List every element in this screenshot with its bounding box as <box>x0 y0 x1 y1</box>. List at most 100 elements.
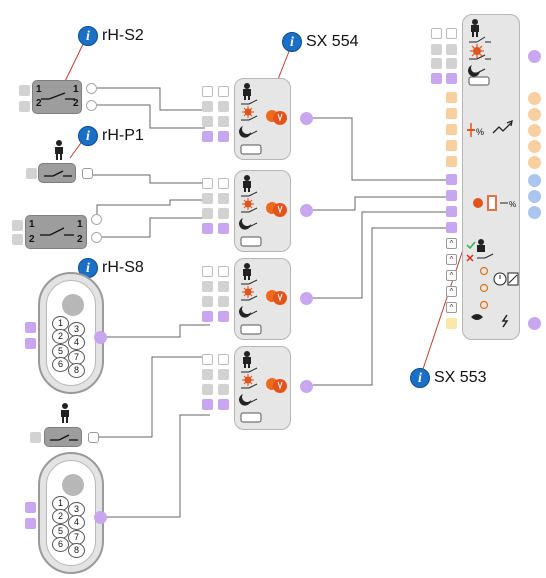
input-terminal <box>446 44 457 55</box>
person-icon <box>61 403 69 423</box>
sx-554-body[interactable] <box>234 346 291 430</box>
remote-key[interactable]: 8 <box>68 543 85 558</box>
sx-554-body[interactable] <box>234 170 291 252</box>
callout-label: rH-P1 <box>102 127 144 144</box>
wire <box>313 196 450 211</box>
remote-main-button[interactable] <box>62 474 84 496</box>
output-port[interactable] <box>528 190 541 203</box>
output-port[interactable] <box>86 83 97 94</box>
remote-key[interactable]: 4 <box>68 515 85 530</box>
output-port[interactable] <box>528 108 541 121</box>
remote-main-button[interactable] <box>62 294 84 316</box>
remote-key[interactable]: 6 <box>52 357 69 372</box>
position-label: 1 <box>29 219 35 230</box>
remote-key[interactable]: 6 <box>52 537 69 552</box>
input-terminal <box>202 86 213 97</box>
switch-symbol-icon <box>41 92 75 100</box>
input-terminal <box>202 354 213 365</box>
output-port[interactable] <box>528 92 541 105</box>
input-terminal <box>202 281 213 292</box>
input-terminal <box>446 156 457 167</box>
output-port[interactable] <box>528 156 541 169</box>
switch-symbol-icon <box>50 434 78 441</box>
wire <box>96 199 205 220</box>
remote-key[interactable]: 8 <box>68 363 85 378</box>
output-port[interactable] <box>88 432 99 443</box>
output-port[interactable] <box>300 292 313 305</box>
output-port[interactable] <box>91 214 102 225</box>
input-terminal <box>446 222 457 233</box>
input-terminal <box>202 208 213 219</box>
sx-554-body[interactable] <box>234 78 291 160</box>
pushbutton-body[interactable] <box>44 427 82 447</box>
remote-key[interactable]: 4 <box>68 335 85 350</box>
input-terminal <box>218 131 229 142</box>
remote-key[interactable]: 2 <box>52 329 69 344</box>
input-terminal <box>218 178 229 189</box>
input-terminal <box>202 178 213 189</box>
sx-554-body[interactable] <box>234 258 291 340</box>
callout-rh-p1: i rH-P1 <box>78 126 144 146</box>
output-port[interactable] <box>528 317 541 330</box>
input-terminal <box>218 354 229 365</box>
input-terminal <box>446 92 457 103</box>
output-port[interactable] <box>528 140 541 153</box>
callout-label: SX 553 <box>434 369 487 386</box>
input-terminal <box>218 208 229 219</box>
switch-symbol-icon <box>40 227 74 236</box>
wire <box>106 324 210 338</box>
wire <box>313 117 450 181</box>
output-port[interactable] <box>94 331 107 344</box>
output-port[interactable] <box>300 380 313 393</box>
remote-key[interactable]: 2 <box>52 509 69 524</box>
input-terminal <box>446 58 457 69</box>
switch-symbol-icon <box>44 170 72 177</box>
output-port[interactable] <box>528 174 541 187</box>
sx-554-symbols <box>239 263 287 335</box>
toggle-terminal[interactable]: ^ <box>446 286 457 297</box>
position-label: 1 <box>77 219 83 230</box>
callout-rh-s2: i rH-S2 <box>78 26 144 46</box>
pushbutton-body[interactable] <box>38 163 76 183</box>
info-icon[interactable]: i <box>410 368 430 388</box>
input-terminal <box>26 168 37 179</box>
output-port[interactable] <box>94 511 107 524</box>
output-port[interactable] <box>528 206 541 219</box>
output-port[interactable] <box>82 168 93 179</box>
switch-body[interactable]: 1 2 1 2 <box>32 80 82 114</box>
toggle-terminal[interactable]: ^ <box>446 270 457 281</box>
callout-rh-s8: i rH-S8 <box>78 258 144 278</box>
remote-body[interactable]: 1 2 3 4 5 6 7 8 <box>38 452 104 574</box>
switch-body[interactable]: 1 2 1 2 <box>25 215 87 249</box>
output-port[interactable] <box>300 112 313 125</box>
remote-body[interactable]: 1 2 3 4 5 6 7 8 <box>38 272 104 394</box>
input-terminal <box>218 369 229 380</box>
position-label: 1 <box>36 84 42 95</box>
toggle-terminal[interactable]: ^ <box>446 238 457 249</box>
input-terminal <box>446 108 457 119</box>
input-terminal <box>202 266 213 277</box>
sx-553-body[interactable]: % % <box>462 14 520 340</box>
input-terminal <box>25 322 36 333</box>
wire <box>97 87 205 111</box>
percent-label: % <box>476 127 484 137</box>
output-port[interactable] <box>528 50 541 63</box>
remote-key[interactable]: 5 <box>52 524 69 539</box>
callout-sx-553: i SX 553 <box>410 368 486 388</box>
toggle-terminal[interactable]: ^ <box>446 302 457 313</box>
output-port[interactable] <box>86 100 97 111</box>
output-port[interactable] <box>91 232 102 243</box>
info-icon[interactable]: i <box>78 26 98 46</box>
output-port[interactable] <box>528 124 541 137</box>
input-terminal <box>446 318 457 329</box>
wire <box>313 227 450 386</box>
info-icon[interactable]: i <box>282 32 302 52</box>
input-terminal <box>218 399 229 410</box>
output-port[interactable] <box>300 204 313 217</box>
info-icon[interactable]: i <box>78 126 98 146</box>
input-terminal <box>431 44 442 55</box>
toggle-terminal[interactable]: ^ <box>446 254 457 265</box>
input-terminal <box>202 116 213 127</box>
input-terminal <box>446 124 457 135</box>
info-icon[interactable]: i <box>78 258 98 278</box>
